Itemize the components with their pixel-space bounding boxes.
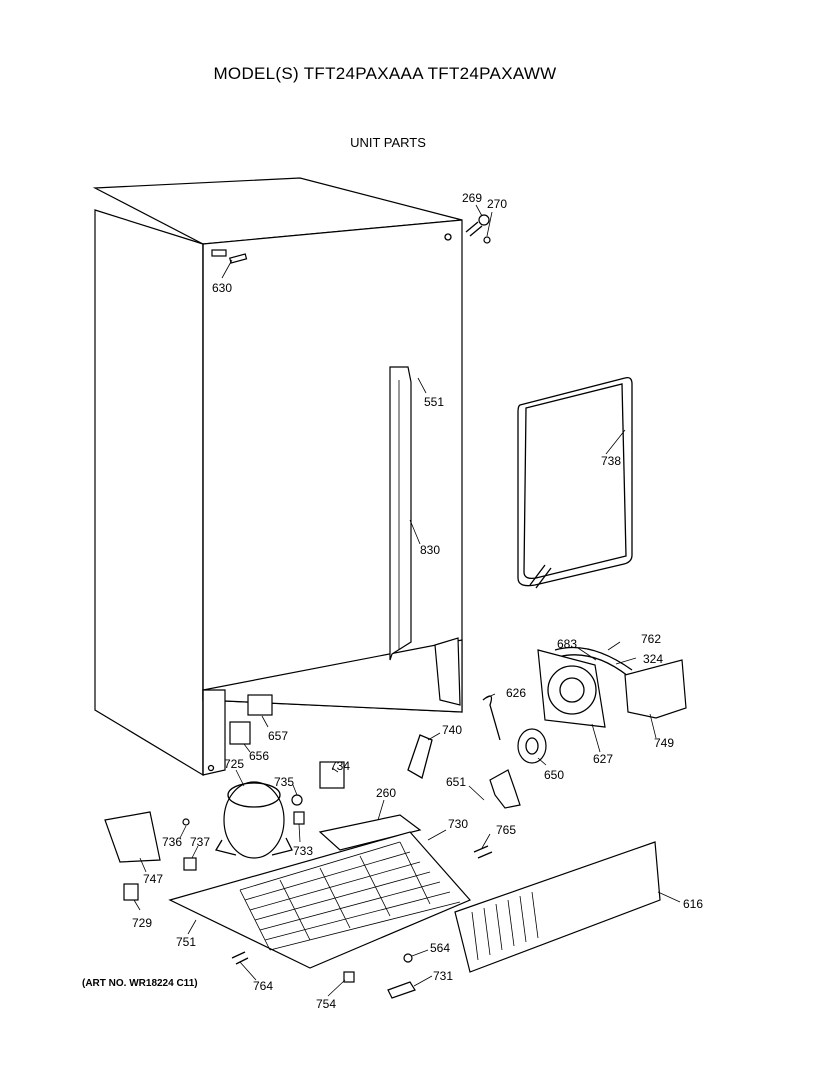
part-729-drawing: [123, 883, 139, 901]
callout-656: 656: [249, 749, 269, 763]
part-740-drawing: [407, 734, 433, 779]
callout-737: 737: [190, 835, 210, 849]
callout-738: 738: [601, 454, 621, 468]
callout-730: 730: [448, 817, 468, 831]
part-564-drawing: [403, 953, 413, 963]
callout-747: 747: [143, 872, 163, 886]
callout-657: 657: [268, 729, 288, 743]
callout-764: 764: [253, 979, 273, 993]
callout-651: 651: [446, 775, 466, 789]
part-269-270-drawing: [465, 214, 491, 244]
callout-830: 830: [420, 543, 440, 557]
part-626-drawing: [482, 695, 501, 741]
part-764-drawing: [231, 951, 249, 965]
part-737-drawing: [183, 857, 197, 871]
part-260-drawing: [318, 814, 422, 851]
callout-270: 270: [487, 197, 507, 211]
part-749-drawing: [624, 659, 687, 719]
callout-324: 324: [643, 652, 663, 666]
callout-749: 749: [654, 736, 674, 750]
part-656-drawing: [229, 721, 251, 745]
cabinet-drawing: [92, 177, 463, 777]
callout-751: 751: [176, 935, 196, 949]
part-734-drawing: [319, 761, 345, 789]
part-651-drawing: [489, 769, 521, 809]
part-callouts: 269 270 630 551 738 830 683 762 324 626 …: [132, 191, 703, 1011]
callout-630: 630: [212, 281, 232, 295]
callout-626: 626: [506, 686, 526, 700]
part-725-drawing: [214, 781, 293, 859]
part-657-drawing: [247, 694, 273, 716]
callout-736: 736: [162, 835, 182, 849]
part-736-drawing: [182, 818, 190, 826]
callout-627: 627: [593, 752, 613, 766]
part-765-drawing: [473, 845, 493, 859]
section-title: UNIT PARTS: [350, 135, 426, 150]
callout-734: 734: [330, 759, 350, 773]
callout-731: 731: [433, 969, 453, 983]
callout-269: 269: [462, 191, 482, 205]
part-754-drawing: [343, 971, 355, 983]
callout-762: 762: [641, 632, 661, 646]
callout-564: 564: [430, 941, 450, 955]
art-number: (ART NO. WR18224 C11): [82, 978, 198, 989]
callout-650: 650: [544, 768, 564, 782]
part-751-drawing: [168, 831, 472, 969]
callout-725: 725: [224, 757, 244, 771]
diagram-title: MODEL(S) TFT24PAXAAA TFT24PAXAWW: [213, 64, 557, 83]
part-747-drawing: [104, 811, 161, 863]
callout-683: 683: [557, 637, 577, 651]
part-735-drawing: [291, 794, 303, 806]
callout-729: 729: [132, 916, 152, 930]
part-731-drawing: [387, 981, 416, 999]
part-627-drawing: [537, 649, 606, 728]
callout-733: 733: [293, 844, 313, 858]
callout-260: 260: [376, 786, 396, 800]
callout-735: 735: [274, 775, 294, 789]
part-616-drawing: [454, 841, 661, 973]
callout-740: 740: [442, 723, 462, 737]
callout-616: 616: [683, 897, 703, 911]
callout-754: 754: [316, 997, 336, 1011]
leader-lines: [133, 204, 681, 997]
part-650-drawing: [517, 728, 547, 764]
part-738-drawing: [517, 376, 633, 589]
part-733-drawing: [293, 811, 305, 825]
callout-551: 551: [424, 395, 444, 409]
callout-765: 765: [496, 823, 516, 837]
